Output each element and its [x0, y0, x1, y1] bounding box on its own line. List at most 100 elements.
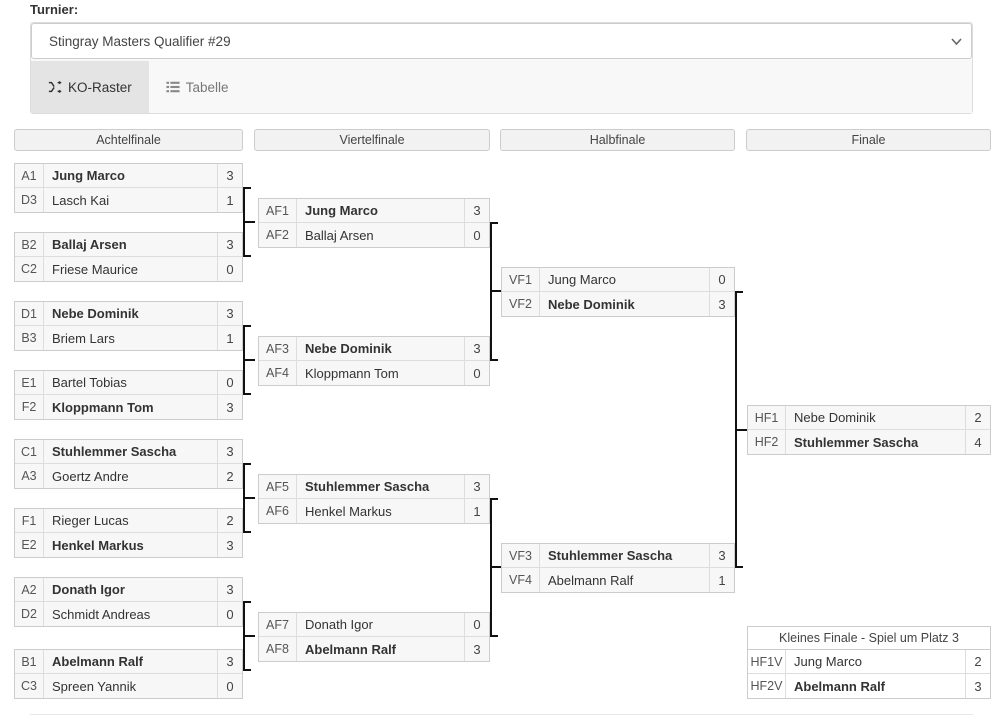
player-name: Henkel Markus: [305, 503, 392, 519]
seed-label: VF2: [502, 292, 540, 316]
table-row[interactable]: HF2 Stuhlemmer Sascha 4: [748, 430, 990, 454]
seed-label: AF3: [259, 337, 297, 360]
player-name: Jung Marco: [305, 203, 378, 218]
seed-label: HF2: [748, 430, 786, 454]
score-value: 3: [965, 674, 990, 698]
table-row[interactable]: E2 Henkel Markus 3: [15, 533, 242, 557]
match-qf-1[interactable]: AF1 Jung Marco 3 AF2 Ballaj Arsen 0: [258, 198, 490, 248]
player-name: Ballaj Arsen: [52, 237, 127, 252]
match-r16-2[interactable]: B2 Ballaj Arsen 3 C2 Friese Maurice 0: [14, 232, 243, 282]
table-row[interactable]: VF1 Jung Marco 0: [502, 268, 734, 292]
table-row[interactable]: B2 Ballaj Arsen 3: [15, 233, 242, 257]
table-row[interactable]: AF7 Donath Igor 0: [259, 613, 489, 637]
match-third-place[interactable]: Kleines Finale - Spiel um Platz 3 HF1V J…: [747, 626, 991, 699]
player-name: Schmidt Andreas: [52, 606, 151, 622]
table-row[interactable]: HF2V Abelmann Ralf 3: [748, 674, 990, 698]
player-name: Rieger Lucas: [52, 513, 129, 528]
seed-label: VF3: [502, 544, 540, 567]
seed-label: C3: [15, 674, 44, 698]
seed-label: A2: [15, 578, 44, 601]
seed-label: E1: [15, 371, 44, 394]
table-row[interactable]: C1 Stuhlemmer Sascha 3: [15, 440, 242, 464]
match-r16-8[interactable]: B1 Abelmann Ralf 3 C3 Spreen Yannik 0: [14, 649, 243, 699]
match-r16-5[interactable]: C1 Stuhlemmer Sascha 3 A3 Goertz Andre 2: [14, 439, 243, 489]
table-row[interactable]: F2 Kloppmann Tom 3: [15, 395, 242, 419]
table-row[interactable]: F1 Rieger Lucas 2: [15, 509, 242, 533]
seed-label: F1: [15, 509, 44, 532]
connector-sf-final: [735, 291, 747, 568]
seed-label: E2: [15, 533, 44, 557]
tournament-select[interactable]: Stingray Masters Qualifier #29: [31, 23, 972, 59]
table-row[interactable]: E1 Bartel Tobias 0: [15, 371, 242, 395]
table-row[interactable]: VF3 Stuhlemmer Sascha 3: [502, 544, 734, 568]
seed-label: B1: [15, 650, 44, 673]
match-r16-1[interactable]: A1 Jung Marco 3 D3 Lasch Kai 1: [14, 163, 243, 213]
score-value: 0: [709, 268, 734, 291]
score-value: 3: [709, 544, 734, 567]
column-header-halbfinale: Halbfinale: [500, 129, 735, 151]
player-name: Stuhlemmer Sascha: [52, 444, 177, 459]
table-row[interactable]: A1 Jung Marco 3: [15, 164, 242, 188]
table-row[interactable]: VF2 Nebe Dominik 3: [502, 292, 734, 316]
match-qf-2[interactable]: AF3 Nebe Dominik 3 AF4 Kloppmann Tom 0: [258, 336, 490, 386]
connector-qf-sf-2: [490, 498, 502, 637]
table-row[interactable]: B1 Abelmann Ralf 3: [15, 650, 242, 674]
table-row[interactable]: AF4 Kloppmann Tom 0: [259, 361, 489, 385]
score-value: 0: [217, 674, 242, 698]
table-row[interactable]: HF1 Nebe Dominik 2: [748, 406, 990, 430]
table-row[interactable]: AF2 Ballaj Arsen 0: [259, 223, 489, 247]
match-final[interactable]: HF1 Nebe Dominik 2 HF2 Stuhlemmer Sascha…: [747, 405, 991, 455]
tab-tabelle[interactable]: Tabelle: [149, 61, 246, 113]
player-name: Henkel Markus: [52, 537, 144, 553]
score-value: 3: [217, 164, 242, 187]
table-row[interactable]: HF1V Jung Marco 2: [748, 650, 990, 674]
player-name: Donath Igor: [52, 582, 125, 597]
match-qf-3[interactable]: AF5 Stuhlemmer Sascha 3 AF6 Henkel Marku…: [258, 474, 490, 524]
match-sf-2[interactable]: VF3 Stuhlemmer Sascha 3 VF4 Abelmann Ral…: [501, 543, 735, 593]
match-r16-6[interactable]: F1 Rieger Lucas 2 E2 Henkel Markus 3: [14, 508, 243, 558]
player-name: Jung Marco: [52, 168, 125, 183]
score-value: 1: [709, 568, 734, 592]
table-row[interactable]: D1 Nebe Dominik 3: [15, 302, 242, 326]
seed-label: C2: [15, 257, 44, 281]
player-name: Nebe Dominik: [794, 410, 876, 425]
seed-label: HF1V: [748, 650, 786, 673]
table-row[interactable]: AF8 Abelmann Ralf 3: [259, 637, 489, 661]
tab-ko-raster[interactable]: KO-Raster: [31, 61, 149, 113]
match-r16-3[interactable]: D1 Nebe Dominik 3 B3 Briem Lars 1: [14, 301, 243, 351]
table-row[interactable]: AF5 Stuhlemmer Sascha 3: [259, 475, 489, 499]
table-row[interactable]: B3 Briem Lars 1: [15, 326, 242, 350]
chevron-down-icon: [941, 37, 971, 45]
table-row[interactable]: D3 Lasch Kai 1: [15, 188, 242, 212]
table-row[interactable]: A3 Goertz Andre 2: [15, 464, 242, 488]
table-row[interactable]: A2 Donath Igor 3: [15, 578, 242, 602]
table-row[interactable]: C2 Friese Maurice 0: [15, 257, 242, 281]
table-row[interactable]: AF6 Henkel Markus 1: [259, 499, 489, 523]
match-sf-1[interactable]: VF1 Jung Marco 0 VF2 Nebe Dominik 3: [501, 267, 735, 317]
player-name: Kloppmann Tom: [52, 399, 154, 415]
table-row[interactable]: VF4 Abelmann Ralf 1: [502, 568, 734, 592]
tab-ko-raster-label: KO-Raster: [68, 79, 132, 95]
table-row[interactable]: D2 Schmidt Andreas 0: [15, 602, 242, 626]
seed-label: AF2: [259, 223, 297, 247]
player-name: Abelmann Ralf: [52, 654, 144, 669]
player-name: Nebe Dominik: [52, 306, 139, 321]
player-name: Spreen Yannik: [52, 678, 137, 694]
table-row[interactable]: AF3 Nebe Dominik 3: [259, 337, 489, 361]
table-row[interactable]: AF1 Jung Marco 3: [259, 199, 489, 223]
seed-label: HF1: [748, 406, 786, 429]
seed-label: B2: [15, 233, 44, 256]
player-name: Ballaj Arsen: [305, 227, 374, 243]
seed-label: AF1: [259, 199, 297, 222]
score-value: 2: [965, 650, 990, 673]
match-r16-4[interactable]: E1 Bartel Tobias 0 F2 Kloppmann Tom 3: [14, 370, 243, 420]
seed-label: D2: [15, 602, 44, 626]
player-name: Abelmann Ralf: [548, 572, 634, 588]
match-r16-7[interactable]: A2 Donath Igor 3 D2 Schmidt Andreas 0: [14, 577, 243, 627]
player-name: Stuhlemmer Sascha: [548, 548, 673, 563]
match-qf-4[interactable]: AF7 Donath Igor 0 AF8 Abelmann Ralf 3: [258, 612, 490, 662]
score-value: 0: [464, 361, 489, 385]
seed-label: A1: [15, 164, 44, 187]
player-name: Jung Marco: [794, 654, 862, 669]
table-row[interactable]: C3 Spreen Yannik 0: [15, 674, 242, 698]
